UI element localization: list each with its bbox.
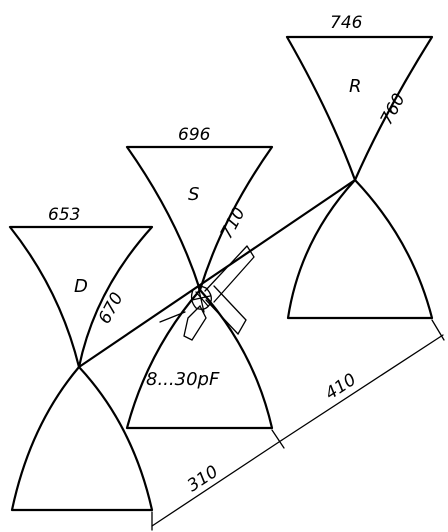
extension-line — [431, 319, 445, 341]
capacitor-assembly — [159, 245, 255, 341]
label-d-inner: 670 — [95, 289, 128, 327]
feed-line — [77, 178, 357, 369]
element-s-upper-triangle — [125, 145, 274, 292]
element-r-lower-triangle — [286, 178, 434, 320]
dimension-s-r: 410 — [281, 319, 445, 441]
element-s — [125, 145, 274, 430]
dimension-line — [281, 334, 444, 441]
label-s-letter: S — [188, 184, 199, 205]
label-r-inner: 760 — [377, 90, 410, 128]
capacitor-label: 8...30pF — [146, 369, 220, 390]
label-d-letter: D — [74, 276, 88, 297]
dimension-label-310: 310 — [184, 462, 222, 496]
dimension-line — [151, 439, 283, 527]
element-r-upper-triangle — [285, 35, 434, 182]
label-r-top: 746 — [330, 13, 363, 33]
trimmer-capacitor — [190, 285, 212, 313]
capacitor-bracket — [205, 285, 247, 336]
lead-arrow — [159, 311, 186, 323]
element-d-lower-triangle — [10, 365, 154, 512]
capacitor-strip — [204, 245, 255, 303]
label-d-top: 653 — [48, 205, 80, 225]
trimmer-tab — [183, 304, 207, 341]
dimension-d-s: 310 — [151, 429, 285, 531]
label-s-inner: 710 — [217, 204, 250, 242]
label-r-letter: R — [349, 76, 362, 97]
extension-line — [271, 429, 285, 449]
label-s-top: 696 — [178, 125, 211, 145]
dimension-label-410: 410 — [322, 370, 360, 404]
element-s-lower-triangle — [125, 288, 274, 430]
element-d — [8, 225, 154, 512]
element-d-upper-triangle — [8, 225, 154, 369]
